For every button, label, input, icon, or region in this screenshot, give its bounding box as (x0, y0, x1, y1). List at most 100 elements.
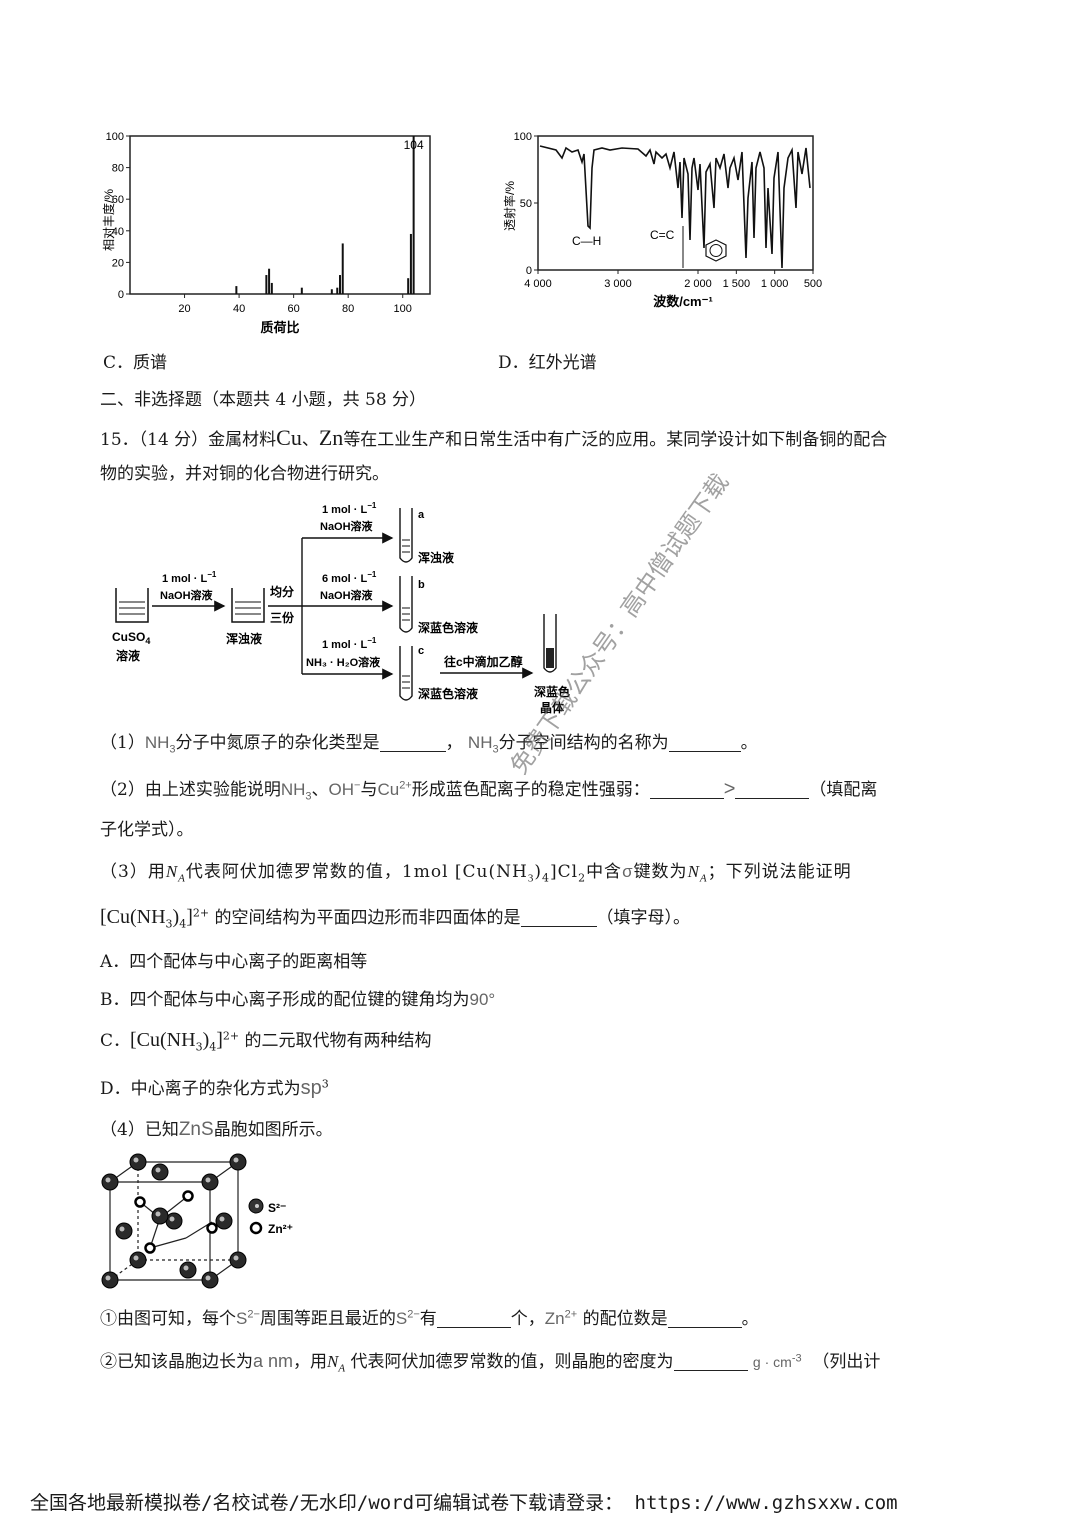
sulfide-ion (101, 1271, 119, 1289)
branch-c-reagent: NH₃ · H₂O溶液 (306, 655, 381, 669)
q15-text-b: 等在工业生产和日常生活中有广泛的应用。某同学设计如下制备铜的配合 (343, 430, 888, 450)
answer-blank[interactable] (673, 1352, 748, 1371)
ir-annotation-ch: C—H (572, 234, 601, 248)
ms-xtick-label: 20 (178, 303, 190, 315)
sulfide-ion (151, 1207, 169, 1225)
tube-b-result: 深蓝色溶液 (418, 620, 478, 635)
sulfide-ion-highlight (233, 1255, 239, 1261)
subq-3-line-2: [Cu(NH3)4]2+ 的空间结构为平面四边形而非四面体的是（填字母）。 (100, 906, 691, 931)
mass-spectrum-ylabel: 相对丰度/% (101, 189, 116, 251)
oh-formula: OH− (328, 779, 361, 799)
step1-conc: 1 mol · L−1 (162, 570, 217, 585)
benzene-ring-icon (705, 239, 727, 262)
sulfide-ion-highlight (105, 1275, 111, 1281)
ms-peak-bar (341, 243, 344, 294)
beaker-turbid-icon (231, 588, 265, 623)
ms-peak-bar (265, 275, 268, 294)
subq-4: （4）已知ZnS晶胞如图所示。 (100, 1119, 333, 1140)
density-unit: g · cm-3 (752, 1352, 802, 1370)
answer-blank[interactable] (436, 1309, 511, 1328)
ir-xtick-label: 3 000 (604, 278, 632, 290)
zn-ion: Zn2+ (544, 1308, 578, 1328)
answer-blank[interactable] (667, 1309, 742, 1328)
ms-peak-bar (412, 136, 415, 294)
answer-blank[interactable] (735, 780, 810, 799)
turbid-label: 浑浊液 (226, 631, 262, 646)
test-tube-a-icon (399, 508, 413, 563)
zn-symbol: Zn (318, 425, 344, 450)
subq-2-line-2: 子化学式）。 (100, 820, 194, 840)
ir-ylabel: 透射率/% (502, 181, 517, 231)
ms-peak-bar (409, 233, 412, 294)
ir-ytick-label: 100 (514, 131, 532, 143)
branch-b-conc: 6 mol · L−1 (322, 570, 377, 585)
answer-blank[interactable] (649, 780, 724, 799)
ms-peak-bar (336, 287, 339, 294)
nh3-formula: NH3 (467, 733, 499, 756)
ms-ytick-label: 20 (112, 257, 124, 269)
ir-xtick-label: 1 000 (761, 278, 789, 290)
ir-annotation-cc: C=C (650, 228, 675, 242)
sulfide-ion (201, 1173, 219, 1191)
ms-ytick-label: 100 (106, 131, 124, 143)
ms-peak-bar (270, 282, 273, 294)
zinc-ion (206, 1222, 218, 1234)
cu-symbol: Cu (276, 425, 302, 450)
sulfide-ions (101, 1153, 247, 1289)
ms-peak-bar (268, 268, 271, 294)
sulfide-ion (129, 1251, 147, 1269)
ms-xtick-label: 60 (288, 303, 300, 315)
ethanol-step: 往c中滴加乙醇 (444, 654, 523, 669)
test-tube-b-icon (399, 576, 413, 633)
ir-xtick-label: 1 500 (723, 278, 751, 290)
sulfide-ion-highlight (219, 1216, 225, 1222)
sulfide-ion-highlight (155, 1211, 161, 1217)
legend-zn-icon (249, 1221, 263, 1235)
branch-c-conc: 1 mol · L−1 (322, 636, 377, 651)
sulfide-ion-highlight (105, 1177, 111, 1183)
subq-4-part-1: ①由图可知，每个S2−周围等距且最近的S2−有个，Zn2+ 的配位数是。 (100, 1308, 759, 1329)
q15-text-a: 15．（14 分）金属材料 (100, 430, 277, 450)
ms-ytick-label: 0 (118, 289, 124, 301)
option-d-ir-spectrum: D．红外光谱 (498, 353, 597, 373)
cuso4-solution-label: 溶液 (116, 648, 140, 663)
legend-s-label: S²⁻ (268, 1201, 286, 1215)
section-heading: 二、非选择题（本题共 4 小题，共 58 分） (100, 390, 427, 410)
answer-blank[interactable] (668, 733, 741, 752)
sulfide-ion-highlight (119, 1226, 125, 1232)
sulfide-ion (215, 1212, 233, 1230)
ir-xlabel: 波数/cm⁻¹ (653, 294, 713, 309)
ir-xtick-label: 4 000 (524, 278, 552, 290)
ir-transmittance-curve (539, 145, 811, 269)
subq-4-part-2: ②已知该晶胞边长为a nm，用NA 代表阿伏加德罗常数的值，则晶胞的密度为 g … (100, 1351, 881, 1375)
ms-peak-bar (235, 286, 238, 294)
tube-c-result: 深蓝色溶液 (418, 686, 478, 701)
ir-ytick-label: 0 (526, 265, 532, 277)
test-tube-crystal-icon (543, 614, 557, 673)
ms-peak-bar (330, 289, 333, 294)
crystal-label-1: 深蓝色 (534, 684, 570, 699)
split-label-2: 三份 (270, 610, 295, 625)
ms-ytick-label: 40 (112, 226, 124, 238)
ms-xtick-label: 80 (342, 303, 354, 315)
na-symbol: NA (687, 862, 708, 885)
sulfide-ion (101, 1173, 119, 1191)
ms-xtick-label: 40 (233, 303, 245, 315)
beaker-cuso4-icon (115, 588, 149, 623)
mass-spectrum-frame (129, 135, 431, 295)
ir-ytick-label: 50 (520, 198, 532, 210)
test-tube-c-icon (399, 646, 413, 701)
ms-peak-bar (339, 275, 341, 294)
zinc-ion (134, 1196, 146, 1208)
answer-blank[interactable] (379, 733, 446, 752)
crystal-label-2: 晶体 (540, 700, 565, 715)
option-c-mass-spectrum: C．质谱 (103, 353, 168, 373)
sulfide-ion (229, 1153, 247, 1171)
footer-download-notice: 全国各地最新模拟卷/名校试卷/无水印/word可编辑试卷下载请登录： https… (30, 1492, 898, 1514)
ms-peak-bar (407, 278, 410, 294)
sulfide-ion (229, 1251, 247, 1269)
answer-blank[interactable] (520, 908, 597, 927)
ms-ytick-label: 60 (112, 194, 124, 206)
mass-spectrum-peak-label: 104 (404, 138, 424, 152)
tube-b-label: b (418, 579, 425, 591)
